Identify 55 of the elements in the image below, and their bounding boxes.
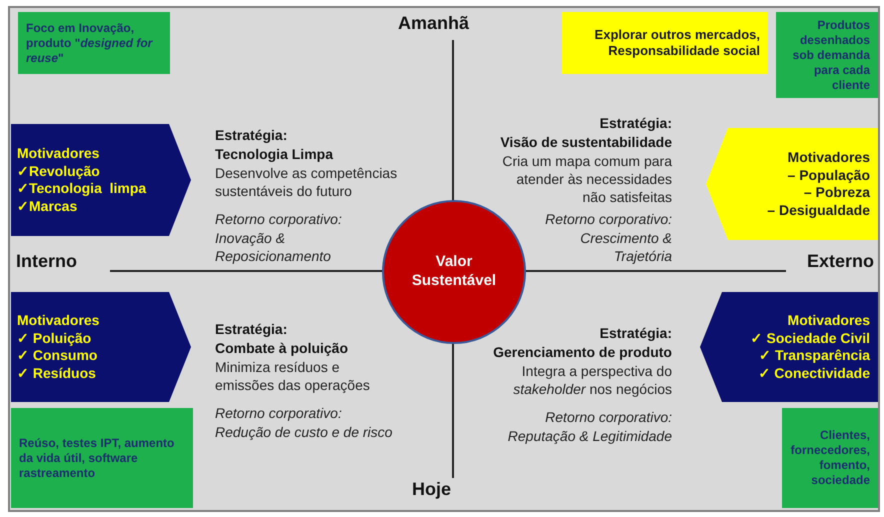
note-text: Explorar outros mercados, Responsabilidade social (594, 26, 760, 60)
axis-label: Externo (806, 250, 874, 273)
strategy-heading: Estratégia: (598, 114, 672, 132)
corporate-return-text: Retorno corporativo: (544, 210, 672, 228)
axis-label: Hoje (412, 478, 452, 501)
motivator-item: – Pobreza (802, 184, 870, 202)
note-box (11, 408, 193, 508)
strategy-description: Minimiza resíduos e emissões das operações (215, 358, 371, 394)
motivator-item: ✓Tecnologia limpa (17, 180, 148, 198)
note-box (18, 12, 170, 74)
corporate-return-text: Retorno corporativo: (215, 210, 343, 228)
axis-label: Amanhã (398, 12, 468, 35)
strategy-heading: Combate à poluição (215, 339, 350, 358)
motivator-item: ✓ Poluição (17, 330, 92, 347)
strategy-heading: Estratégia: (598, 324, 672, 342)
note-text: Produtos desenhados sob demanda para cada cliente (792, 18, 870, 92)
motivator-item: ✓Revolução (17, 162, 101, 180)
note-box (562, 12, 768, 74)
strategy-heading: Estratégia: (215, 320, 288, 338)
strategy-heading: Estratégia: (215, 126, 288, 144)
motivator-item: ✓ Sociedade Civil (750, 330, 870, 347)
motivator-arrow-box (11, 292, 191, 402)
motivator-arrow-box (11, 124, 191, 236)
motivator-item: ✓ Resíduos (17, 364, 97, 382)
motivator-arrow-box (700, 292, 878, 402)
motivator-item: – Desigualdade (766, 202, 870, 219)
note-box (776, 12, 878, 98)
motivator-item: – População (786, 166, 870, 184)
corporate-return-text: Reputação & Legitimidade (506, 427, 672, 446)
strategy-description: Desenvolve as competências sustentáveis do futuro (215, 164, 398, 200)
strategy-heading: Gerenciamento de produto (492, 343, 672, 362)
corporate-return-text: Retorno corporativo: (544, 408, 672, 426)
note-text: Reúso, testes IPT, aumento da vida útil, software rastreamento (19, 436, 176, 480)
motivator-arrow-box (706, 128, 878, 240)
strategy-heading: Visão de sustentabilidade (499, 133, 672, 152)
motivator-heading: Motivadores (17, 145, 100, 162)
motivator-item: ✓ Conectividade (757, 364, 870, 382)
corporate-return-text: Retorno corporativo: (215, 404, 343, 422)
motivator-heading: Motivadores (17, 312, 100, 330)
motivator-item: ✓ Consumo (17, 347, 98, 364)
axis-label: Interno (16, 250, 78, 273)
strategy-description: Cria um mapa comum para atender às necessidades não satisfeitas (501, 152, 672, 207)
motivator-heading: Motivadores (786, 312, 870, 330)
corporate-return-text: Inovação & Reposicionamento (215, 229, 332, 266)
note-text: Foco em Inovação, produto "designed for reuse" (26, 20, 154, 66)
corporate-return-text: Redução de custo e de risco (215, 423, 394, 442)
strategy-heading: Tecnologia Limpa (215, 145, 334, 164)
note-text: Clientes, fornecedores, fomento, sociedade (790, 428, 870, 488)
motivator-item: ✓Marcas (17, 198, 78, 215)
strategy-description: Integra a perspectiva do stakeholder nos negócios (512, 362, 672, 398)
note-box (782, 408, 878, 508)
motivator-heading: Motivadores (786, 149, 870, 166)
corporate-return-text: Crescimento & Trajetória (579, 229, 672, 266)
circle-label: Valor Sustentável (410, 253, 498, 291)
motivator-item: ✓ Transparência (758, 347, 870, 364)
